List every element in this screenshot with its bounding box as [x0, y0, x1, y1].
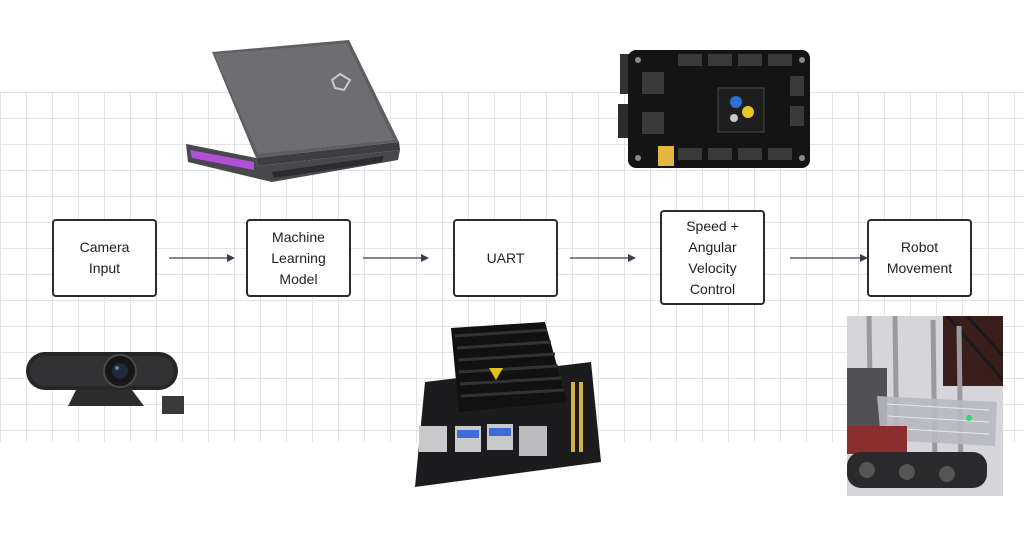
arrowhead-model-to-uart — [421, 254, 429, 262]
machine-learning-model-label: Machine Learning Model — [271, 228, 326, 287]
robot-movement-node: Robot Movement — [867, 219, 972, 297]
speed-angular-velocity-control-node: Speed + Angular Velocity Control — [660, 210, 765, 305]
arrowhead-camera-to-model — [227, 254, 235, 262]
machine-learning-model-node: Machine Learning Model — [246, 219, 351, 297]
robot-movement-label: Robot Movement — [886, 239, 953, 276]
camera-input-label: Camera Input — [79, 239, 130, 276]
arrowhead-uart-to-control — [628, 254, 636, 262]
webcam-image — [26, 352, 184, 414]
camera-input-node: Camera Input — [52, 219, 157, 297]
uart-label: UART — [486, 249, 525, 266]
speed-angular-velocity-control-label: Speed + Angular Velocity Control — [686, 217, 739, 297]
arrowhead-control-to-robot — [860, 254, 868, 262]
uart-node: UART — [453, 219, 558, 297]
motor-controller-board-image — [618, 50, 810, 168]
jetson-board-image — [415, 322, 601, 487]
laptop-image — [186, 40, 400, 182]
robot-photo — [847, 316, 1003, 496]
